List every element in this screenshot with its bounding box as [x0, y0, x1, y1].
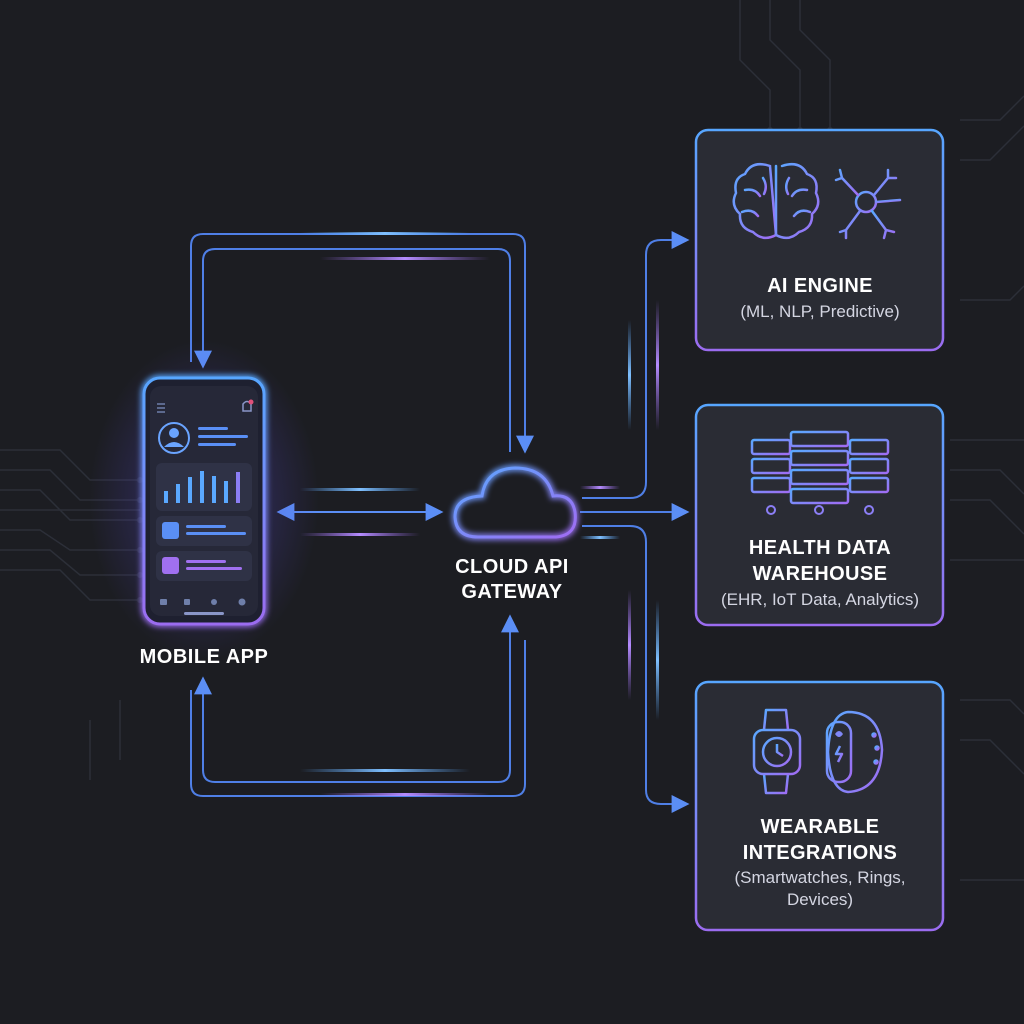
cloud-gateway-label-line1: CLOUD API: [455, 556, 569, 578]
phone-calendar-icon: [162, 522, 179, 539]
phone-bell-icon: [242, 399, 254, 412]
wearables-title-line2: INTEGRATIONS: [742, 842, 898, 864]
neuron-icon: [830, 168, 902, 240]
server-rack-nodes: [766, 505, 874, 515]
health-warehouse-subtitle: (EHR, IoT Data, Analytics): [720, 590, 920, 609]
health-warehouse-title-line2: WAREHOUSE: [752, 563, 888, 585]
phone-tab-bar: [160, 598, 246, 606]
health-warehouse-title-line1: HEALTH DATA: [748, 537, 892, 559]
mobile-app-label: MOBILE APP: [139, 646, 269, 668]
ai-engine-subtitle: (ML, NLP, Predictive): [740, 302, 900, 321]
ai-engine-title: AI ENGINE: [767, 275, 873, 297]
cloud-gateway-label-line2: GATEWAY: [461, 581, 563, 603]
glow-streaks: [300, 232, 659, 796]
brain-icon: [732, 163, 820, 240]
connector-gateway-to-services: [580, 231, 690, 813]
fitness-band-icon: [825, 710, 884, 794]
phone-heart-icon: [162, 557, 179, 574]
wearables-subtitle-line1: (Smartwatches, Rings,: [734, 868, 906, 887]
wearables-subtitle-line2: Devices): [786, 890, 854, 909]
wearables-title-line1: WEARABLE: [760, 816, 880, 838]
cloud-icon: [451, 464, 579, 540]
phone-menu-icon: [157, 403, 165, 413]
phone-icon: [141, 375, 267, 627]
phone-avatar-icon: [158, 422, 190, 454]
smartwatch-icon: [752, 708, 804, 795]
phone-bar-chart-icon: [164, 471, 240, 503]
background-circuit-traces: [0, 0, 1024, 881]
